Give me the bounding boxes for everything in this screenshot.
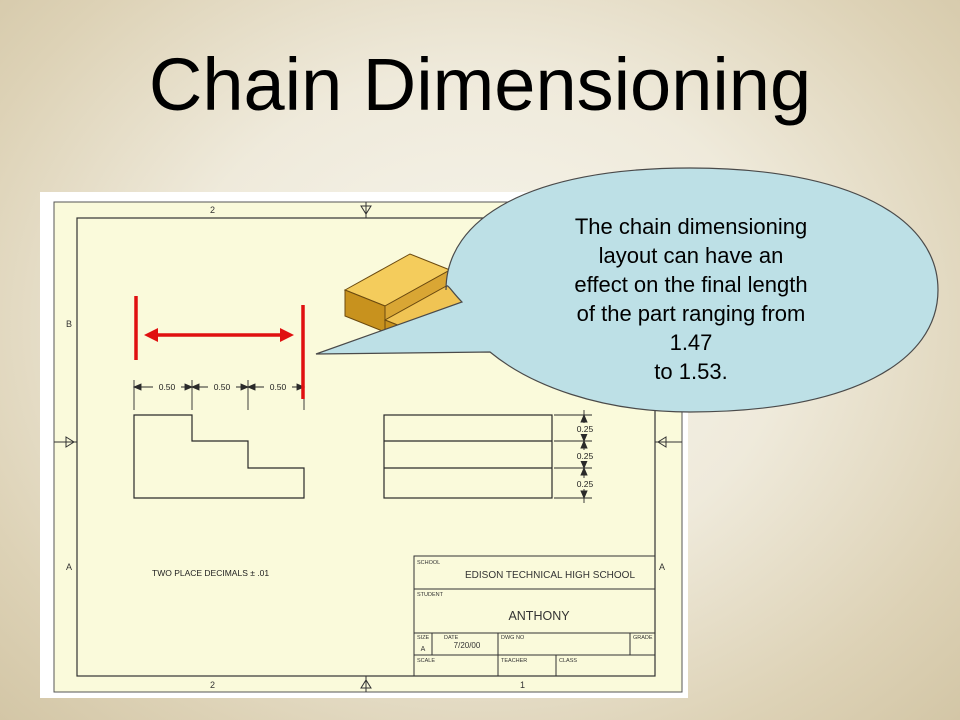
callout-line-4: of the part ranging from	[576, 301, 806, 326]
dim-bg-1	[153, 381, 181, 392]
date-value: 7/20/00	[454, 641, 481, 650]
title-block	[413, 555, 656, 677]
zone-label-bottom-left: 2	[210, 680, 215, 690]
side-view	[383, 414, 553, 499]
zone-label-bottom-right: 1	[520, 680, 525, 690]
front-dim-label-3: 0.50	[270, 382, 287, 392]
callout-line-2: layout can have an	[598, 243, 784, 268]
school-label: SCHOOL	[417, 560, 440, 566]
tolerance-note: TWO PLACE DECIMALS ± .01	[152, 568, 269, 578]
side-dim-bg-3	[571, 478, 599, 489]
student-name: ANTHONY	[508, 609, 570, 623]
size-value: A	[421, 646, 426, 653]
side-dim-bg-2	[571, 450, 599, 461]
callout-line-3: effect on the final length	[574, 272, 808, 297]
red-arrow-head-right	[280, 328, 294, 342]
callout-line-6: to 1.53.	[654, 359, 728, 384]
front-dim-label-1: 0.50	[159, 382, 176, 392]
side-dim-label-1: 0.25	[577, 424, 594, 434]
dim-bg-2	[208, 381, 236, 392]
size-label: SIZE	[417, 635, 430, 641]
school-name: EDISON TECHNICAL HIGH SCHOOL	[465, 570, 635, 581]
front-dim-label-2: 0.50	[214, 382, 231, 392]
side-dim-label-2: 0.25	[577, 451, 594, 461]
title-block-text: SCHOOL EDISON TECHNICAL HIGH SCHOOL STUD…	[417, 560, 653, 664]
red-arrow-head-left	[144, 328, 158, 342]
callout-line-5: 1.47	[669, 330, 713, 355]
student-label: STUDENT	[417, 592, 444, 598]
zone-label-left-a: A	[66, 562, 72, 572]
scale-label: SCALE	[417, 658, 435, 664]
slide-title: Chain Dimensioning	[148, 43, 812, 126]
date-label: DATE	[444, 635, 459, 641]
callout-line-1: The chain dimensioning	[574, 214, 808, 239]
front-view-profile	[133, 414, 305, 499]
dim-bg-3	[264, 381, 292, 392]
zone-label-top: 2	[210, 205, 215, 215]
zone-label-right-a: A	[659, 562, 665, 572]
side-dim-bg-1	[571, 423, 599, 434]
class-label: CLASS	[559, 658, 577, 664]
teacher-label: TEACHER	[501, 658, 527, 664]
grade-label: GRADE	[633, 635, 653, 641]
side-dim-label-3: 0.25	[577, 479, 594, 489]
dwg-label: DWG NO	[501, 635, 525, 641]
zone-label-left-b: B	[66, 319, 72, 329]
overall-length-emphasis	[134, 296, 305, 399]
callout-text: The chain dimensioning layout can have a…	[528, 212, 854, 386]
